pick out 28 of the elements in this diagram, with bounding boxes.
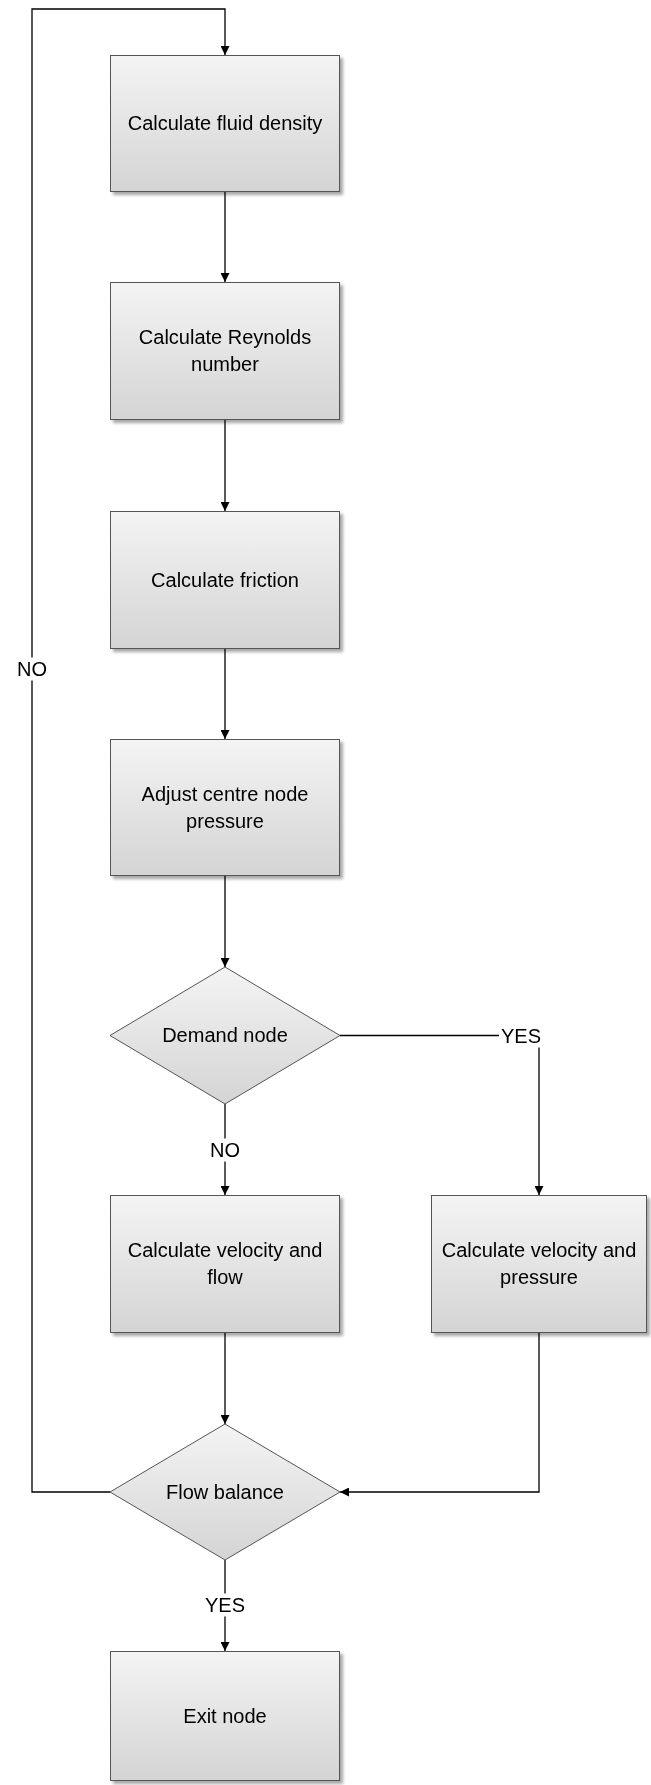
node-text: Demand node	[161, 1023, 289, 1048]
node-text: Flow balance	[165, 1479, 285, 1505]
edge-label: NO	[208, 1138, 242, 1162]
process-box	[110, 282, 340, 420]
node-text: Calculate Reynolds number	[137, 325, 313, 377]
node-text: Calculate velocity and flow	[126, 1238, 324, 1290]
edge-label: NO	[15, 657, 49, 681]
process-box	[110, 55, 340, 192]
process-box	[110, 511, 340, 649]
arrow	[220, 875, 230, 968]
process-box	[110, 1195, 340, 1333]
process-box	[110, 739, 340, 876]
node-text: Exit node	[182, 1703, 268, 1729]
decision-diamond	[110, 967, 340, 1104]
decision-diamond	[110, 1424, 340, 1560]
arrow	[31, 8, 230, 1493]
process-box	[431, 1195, 647, 1333]
arrow	[339, 1332, 540, 1497]
arrow	[220, 191, 230, 283]
node-text: Calculate friction	[150, 567, 300, 593]
edge-label: YES	[203, 1593, 247, 1617]
node-text: Calculate velocity and pressure	[440, 1238, 638, 1290]
arrow	[220, 648, 230, 740]
arrow	[220, 419, 230, 512]
arrow	[220, 1332, 230, 1425]
process-box	[110, 1651, 340, 1781]
node-text: Adjust centre node pressure	[140, 781, 310, 834]
node-text: Calculate fluid density	[126, 111, 324, 136]
